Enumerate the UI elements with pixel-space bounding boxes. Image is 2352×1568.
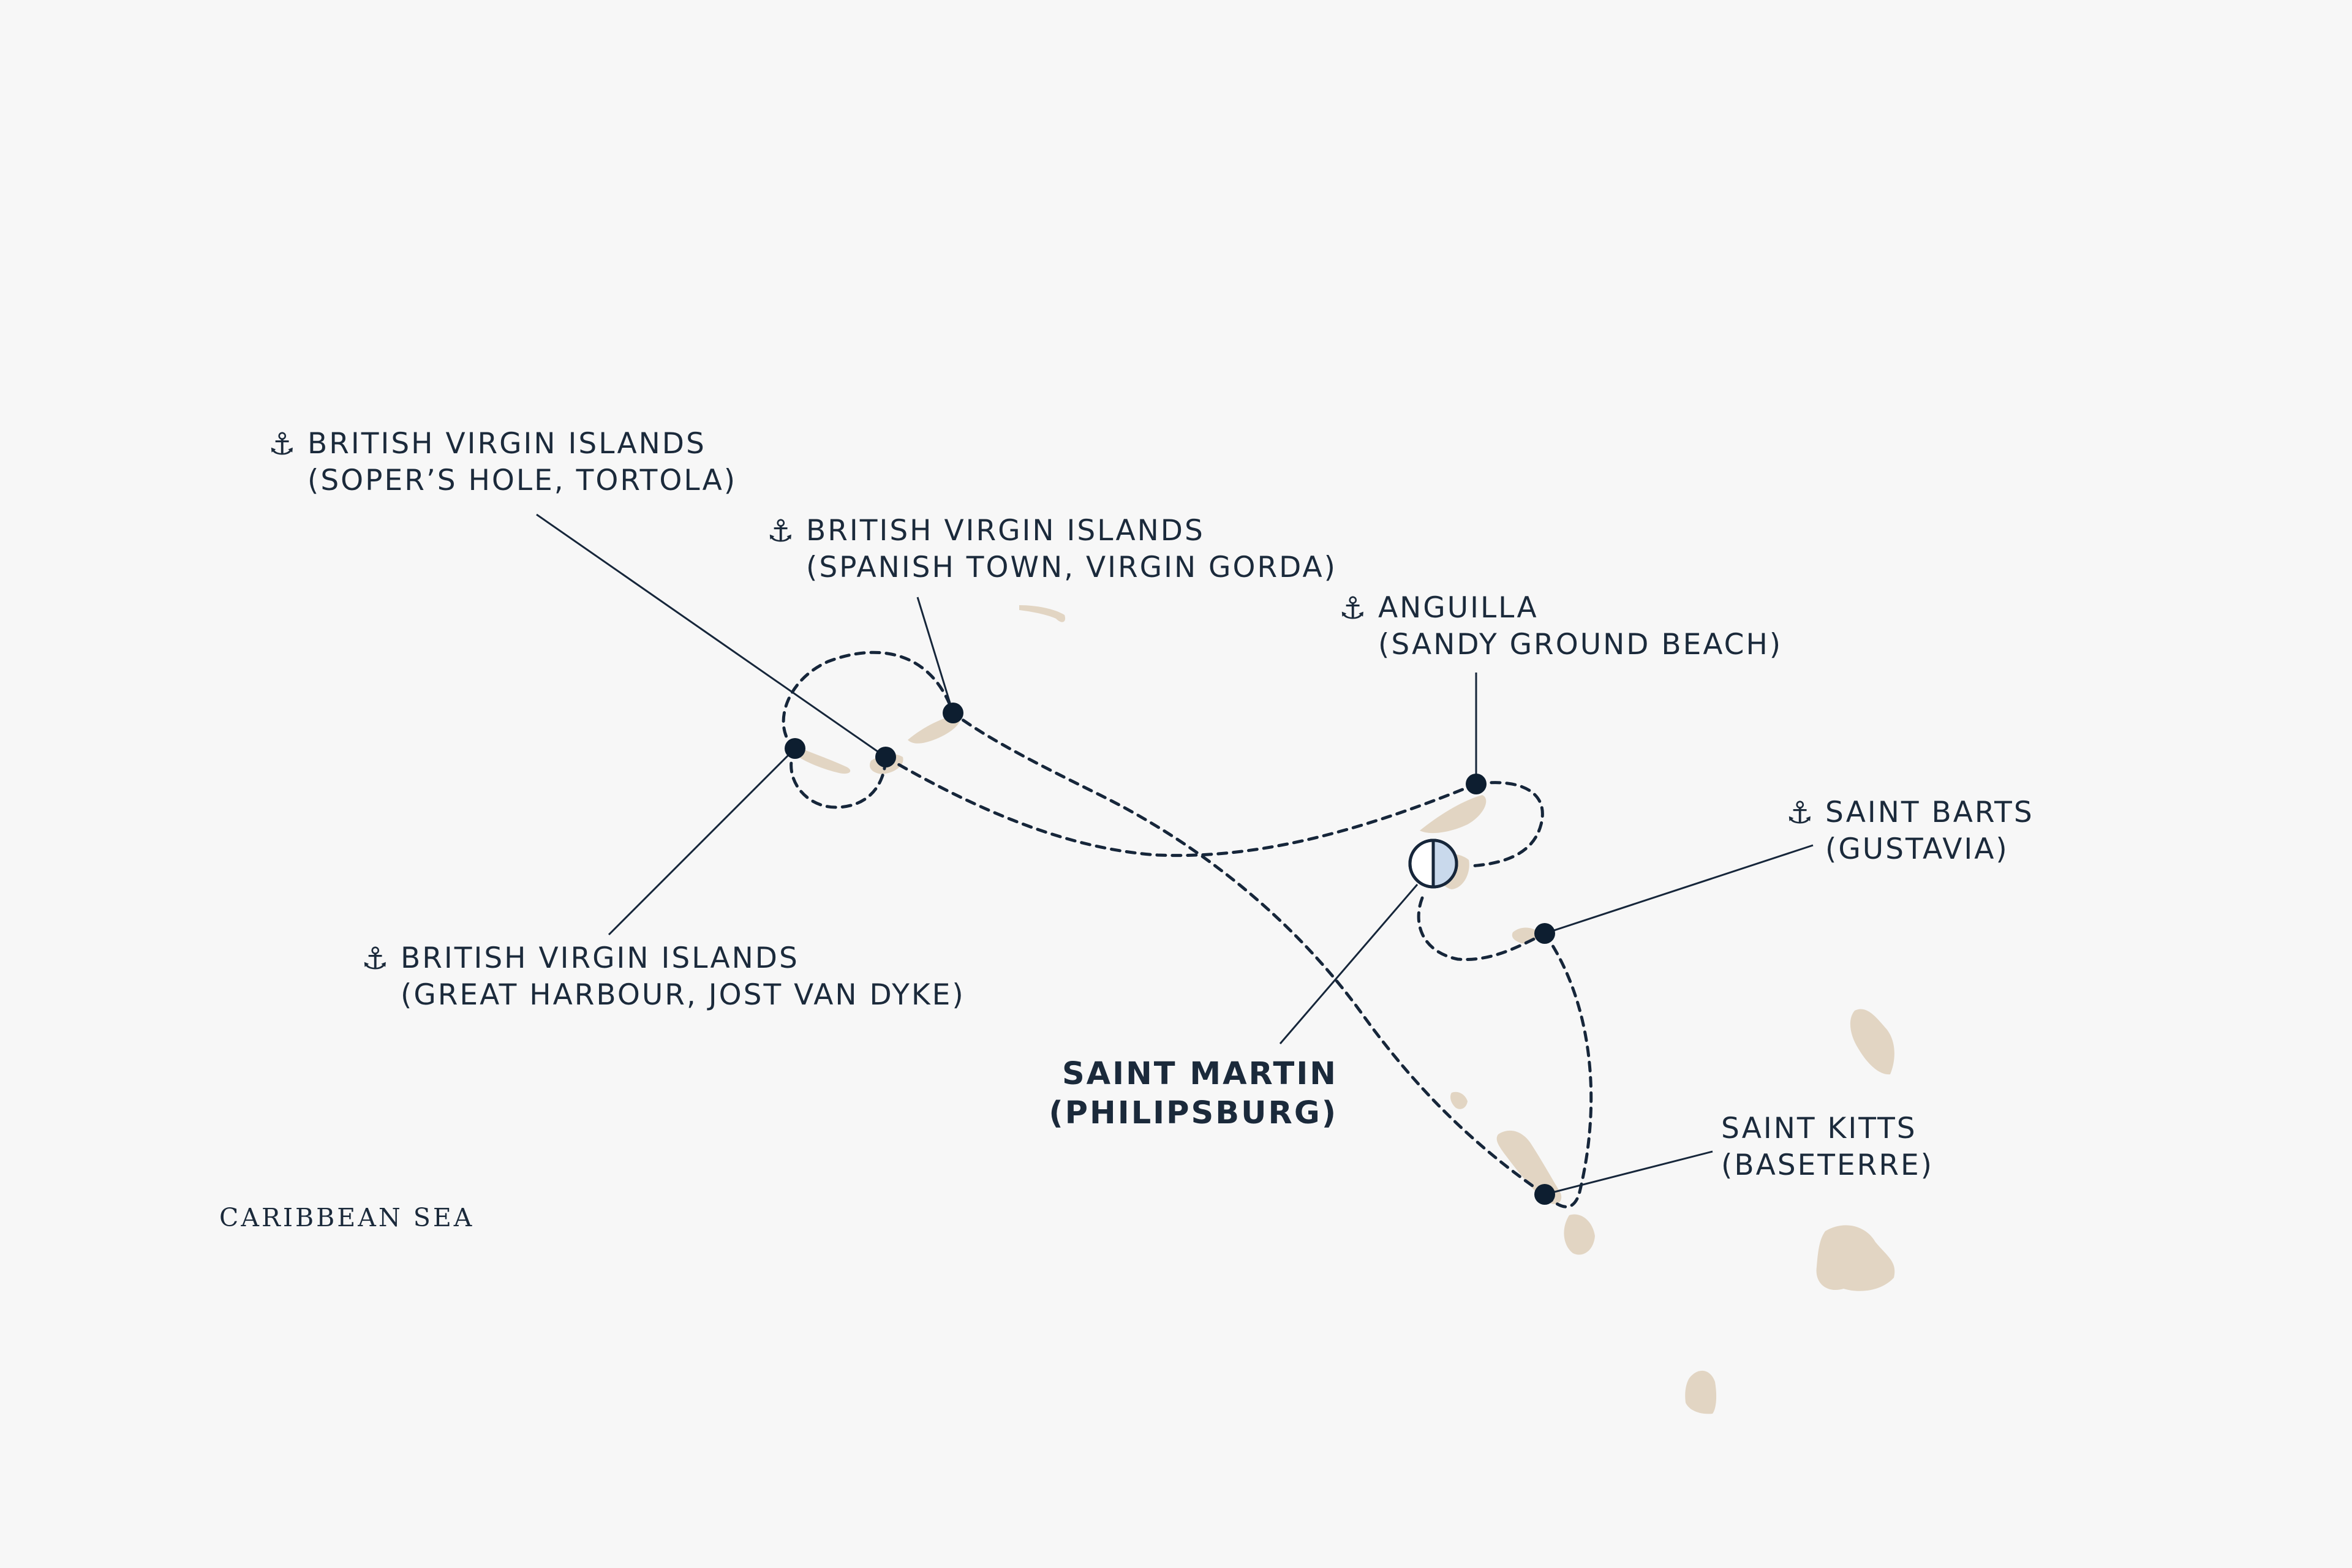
- label-jost[interactable]: ⚓ BRITISH VIRGIN ISLANDS (GREAT HARBOUR,…: [361, 941, 965, 1012]
- label-anguilla[interactable]: ⚓ ANGUILLA (SANDY GROUND BEACH): [1339, 590, 1782, 662]
- leader-soper: [536, 513, 886, 758]
- island-anegada: [1019, 605, 1066, 622]
- label-saint-martin[interactable]: SAINT MARTIN (PHILIPSBURG): [1049, 1056, 1338, 1131]
- leader-kitts: [1544, 1150, 1713, 1196]
- label-stmartin-line2: (PHILIPSBURG): [1049, 1095, 1338, 1131]
- label-jost-line1: BRITISH VIRGIN ISLANDS: [401, 941, 799, 975]
- route-barts-kitts: [1543, 932, 1593, 1208]
- sea-label: CARIBBEAN SEA: [219, 1203, 474, 1232]
- label-barts[interactable]: ⚓ SAINT BARTS (GUSTAVIA): [1786, 795, 2034, 866]
- anchor-icon: ⚓: [361, 941, 389, 976]
- port-labels: ⚓ BRITISH VIRGIN ISLANDS (SOPER’S HOLE, …: [219, 426, 2034, 1232]
- leader-lines: [536, 513, 1814, 1196]
- anchor-icon: ⚓: [268, 426, 296, 462]
- label-spanish[interactable]: ⚓ BRITISH VIRGIN ISLANDS (SPANISH TOWN, …: [767, 513, 1337, 584]
- island-saba: [1450, 1091, 1468, 1109]
- label-kitts-line2: (BASETERRE): [1721, 1148, 1934, 1182]
- island-montserrat: [1685, 1370, 1717, 1414]
- port-dot-kitts[interactable]: [1534, 1184, 1555, 1205]
- label-stmartin-line1: SAINT MARTIN: [1062, 1056, 1338, 1092]
- anchor-icon: ⚓: [1786, 795, 1814, 831]
- port-dot-jost[interactable]: [785, 738, 805, 759]
- leader-barts: [1544, 844, 1814, 935]
- island-antigua: [1850, 1009, 1894, 1075]
- route-tortola-anguilla: [884, 755, 1478, 858]
- port-markers: [785, 703, 1555, 1205]
- port-dot-barts[interactable]: [1534, 923, 1555, 944]
- island-jost-van-dyke: [795, 746, 851, 774]
- port-dot-spanish[interactable]: [943, 703, 963, 723]
- route-kitts-spanish-town: [951, 711, 1547, 1196]
- island-anguilla: [1420, 795, 1487, 834]
- anchor-icon: ⚓: [1339, 590, 1366, 626]
- label-barts-line1: SAINT BARTS: [1825, 796, 2034, 829]
- port-dot-anguilla[interactable]: [1466, 774, 1487, 794]
- label-spanish-line2: (SPANISH TOWN, VIRGIN GORDA): [806, 551, 1337, 584]
- cruise-route: [782, 650, 1593, 1208]
- route-jost-south-loop: [790, 747, 888, 809]
- leader-spanish: [916, 597, 954, 714]
- route-loop-bvi: [782, 650, 955, 750]
- label-soper-line1: BRITISH VIRGIN ISLANDS: [307, 427, 706, 461]
- label-barts-line2: (GUSTAVIA): [1825, 832, 2009, 866]
- label-soper[interactable]: ⚓ BRITISH VIRGIN ISLANDS (SOPER’S HOLE, …: [268, 426, 737, 497]
- leader-stmartin: [1279, 884, 1419, 1044]
- label-kitts-line1: SAINT KITTS: [1721, 1112, 1917, 1145]
- label-anguilla-line2: (SANDY GROUND BEACH): [1378, 628, 1782, 662]
- route-stmartin-barts: [1417, 896, 1547, 962]
- leader-jost: [608, 747, 796, 936]
- anchor-icon: ⚓: [767, 513, 794, 549]
- label-jost-line2: (GREAT HARBOUR, JOST VAN DYKE): [401, 978, 965, 1012]
- half-circle-marker-icon[interactable]: [1408, 839, 1458, 889]
- port-dot-soper[interactable]: [875, 747, 896, 767]
- label-kitts[interactable]: SAINT KITTS (BASETERRE): [1721, 1112, 1934, 1182]
- label-anguilla-line1: ANGUILLA: [1378, 591, 1539, 625]
- island-nevis: [1564, 1214, 1595, 1255]
- label-soper-line2: (SOPER’S HOLE, TORTOLA): [307, 464, 737, 497]
- label-spanish-line1: BRITISH VIRGIN ISLANDS: [806, 514, 1205, 548]
- island-guadeloupe: [1816, 1225, 1895, 1291]
- route-anguilla-loop: [1468, 781, 1544, 868]
